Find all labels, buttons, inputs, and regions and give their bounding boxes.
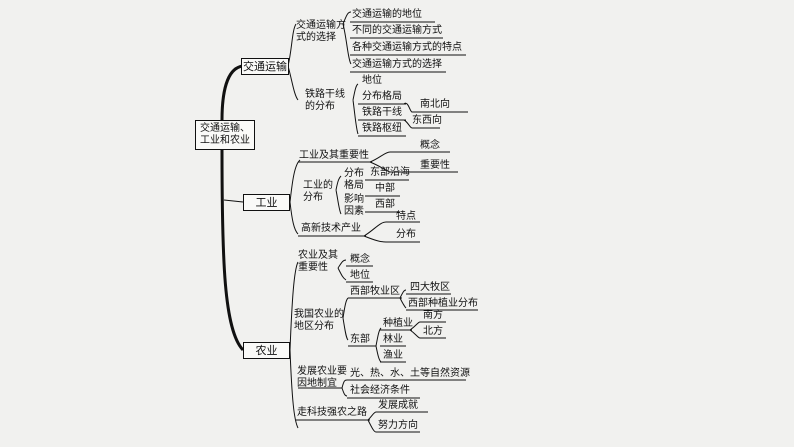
- industry-brace: [289, 159, 301, 235]
- industry-pattern-line1: 分布: [344, 168, 364, 179]
- choice-item: 交通运输方式的选择: [352, 59, 442, 70]
- industry-label: 工业: [255, 195, 278, 209]
- agri-develop-line1: 发展农业要: [297, 366, 347, 377]
- hightech-item: 特点: [396, 211, 416, 222]
- rail-dir: 南北向: [420, 99, 450, 110]
- transport-choice-line2: 式的选择: [296, 32, 336, 43]
- main-brace-top: [220, 64, 244, 121]
- agri-regional-label: 我国农业的 地区分布: [294, 309, 344, 333]
- rail-item: 地位: [362, 75, 382, 86]
- agri-west-item: 西部种植业分布: [408, 298, 478, 309]
- agriculture-label: 农业: [255, 343, 278, 357]
- agri-develop-line2: 因地制宜: [297, 378, 337, 389]
- agri-develop-item: 社会经济条件: [350, 385, 410, 396]
- west-brace: [399, 289, 407, 309]
- rail-line1: 铁路干线: [305, 89, 345, 100]
- agri-importance-line2: 重要性: [298, 262, 328, 273]
- agri-east-item: 种植业: [383, 318, 413, 329]
- agri-importance-line1: 农业及其: [298, 250, 338, 261]
- transport-node[interactable]: 交通运输: [241, 58, 289, 75]
- choice-item: 不同的交通运输方式: [352, 25, 442, 36]
- industry-region: 西部: [375, 199, 395, 210]
- rail-item: 分布格局: [362, 91, 402, 102]
- agri-regional-line2: 地区分布: [294, 321, 334, 332]
- industry-region: 中部: [375, 183, 395, 194]
- industry-distribution-line1: 工业的: [303, 180, 333, 191]
- agri-west-label: 西部牧业区: [350, 286, 400, 297]
- industry-region: 东部沿海: [370, 167, 410, 178]
- agri-east-item: 渔业: [383, 350, 403, 361]
- agri-planting-item: 南方: [423, 310, 443, 321]
- agri-planting-item: 北方: [423, 326, 443, 337]
- regional-brace: [342, 297, 349, 341]
- choice-brace: [342, 11, 352, 65]
- industry-distribution-line2: 分布: [303, 192, 323, 203]
- industry-factors-line2: 因素: [344, 206, 364, 217]
- hightech-label: 高新技术产业: [301, 223, 361, 234]
- agri-brace: [289, 261, 299, 429]
- rail-item: 铁路干线: [362, 107, 402, 118]
- distribution-brace: [335, 175, 342, 215]
- rail-brace: [352, 83, 359, 135]
- root-node[interactable]: 交通运输、 工业和农业: [195, 120, 255, 150]
- agri-east-item: 林业: [383, 334, 403, 345]
- root-line2: 工业和农业: [200, 135, 250, 146]
- agri-develop-label: 发展农业要 因地制宜: [297, 366, 347, 390]
- rail-label: 铁路干线 的分布: [305, 89, 345, 113]
- agri-west-item: 四大牧区: [410, 282, 450, 293]
- choice-item: 交通运输的地位: [352, 9, 422, 20]
- agri-importance-brace: [337, 259, 347, 281]
- hightech-item: 分布: [396, 229, 416, 240]
- choice-item: 各种交通运输方式的特点: [352, 42, 462, 53]
- agri-east-label: 东部: [350, 334, 370, 345]
- main-to-industry: [223, 199, 244, 203]
- agri-importance-item: 概念: [350, 254, 370, 265]
- main-brace-bottom: [220, 149, 245, 352]
- industry-distribution-label: 工业的 分布: [303, 180, 333, 204]
- agri-tech-item: 努力方向: [378, 420, 418, 431]
- rail-item: 铁路枢纽: [362, 123, 402, 134]
- rail-line2: 的分布: [305, 101, 335, 112]
- industry-factors-line1: 影响: [344, 194, 364, 205]
- east-brace: [375, 327, 382, 363]
- transport-choice-line1: 交通运输方: [296, 20, 346, 31]
- rail-dir: 东西向: [412, 115, 442, 126]
- industry-importance-item: 重要性: [420, 160, 450, 171]
- industry-node[interactable]: 工业: [243, 194, 290, 211]
- industry-importance-label: 工业及其重要性: [299, 150, 369, 161]
- industry-pattern-label: 分布 格局: [344, 168, 364, 192]
- agri-tech-item: 发展成就: [378, 400, 418, 411]
- develop-brace: [341, 379, 348, 397]
- transport-choice-label: 交通运输方 式的选择: [296, 20, 346, 44]
- agri-importance-item: 地位: [350, 270, 370, 281]
- agri-tech-label: 走科技强农之路: [297, 407, 367, 418]
- agri-regional-line1: 我国农业的: [294, 309, 344, 320]
- agri-importance-label: 农业及其 重要性: [298, 250, 338, 274]
- industry-importance-item: 概念: [420, 140, 440, 151]
- agriculture-node[interactable]: 农业: [243, 342, 290, 359]
- industry-factors-label: 影响 因素: [344, 194, 364, 218]
- transport-label: 交通运输: [243, 59, 287, 73]
- industry-pattern-line2: 格局: [344, 180, 364, 191]
- agri-develop-item: 光、热、水、土等自然资源: [350, 368, 470, 379]
- root-line1: 交通运输、: [200, 123, 250, 134]
